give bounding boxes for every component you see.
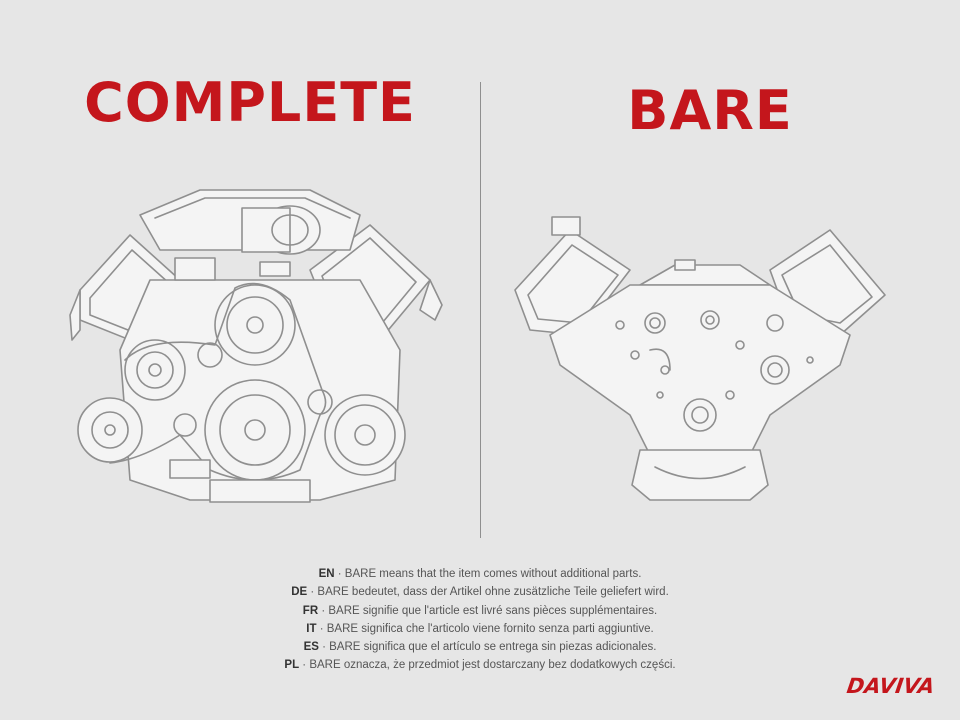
brand-logo: DAVIVA bbox=[844, 674, 936, 698]
note-text: · BARE oznacza, że przedmiot jest dostar… bbox=[299, 659, 676, 672]
heading-bare: BARE bbox=[627, 79, 793, 142]
language-notes: EN · BARE means that the item comes with… bbox=[0, 565, 960, 675]
note-line-en: EN · BARE means that the item comes with… bbox=[0, 565, 960, 583]
note-text: · BARE bedeutet, dass der Artikel ohne z… bbox=[307, 586, 669, 599]
note-line-it: IT · BARE significa che l'articolo viene… bbox=[0, 620, 960, 638]
lang-code: EN bbox=[318, 568, 335, 580]
note-line-pl: PL · BARE oznacza, że przedmiot jest dos… bbox=[0, 656, 960, 674]
note-text: · BARE means that the item comes without… bbox=[334, 568, 642, 580]
lang-code: IT bbox=[306, 622, 317, 635]
note-line-es: ES · BARE significa que el artículo se e… bbox=[0, 638, 960, 656]
heading-complete: COMPLETE bbox=[84, 71, 416, 134]
bare-engine-illustration bbox=[510, 205, 890, 505]
note-text: · BARE significa que el artículo se entr… bbox=[318, 641, 657, 654]
note-line-de: DE · BARE bedeutet, dass der Artikel ohn… bbox=[0, 583, 960, 601]
lang-code: PL bbox=[284, 659, 300, 672]
note-line-fr: FR · BARE signifie que l'article est liv… bbox=[0, 602, 960, 620]
lang-code: FR bbox=[302, 604, 319, 617]
center-divider bbox=[480, 82, 481, 538]
note-text: · BARE significa che l'articolo viene fo… bbox=[316, 622, 654, 635]
lang-code: ES bbox=[303, 641, 319, 654]
note-text: · BARE signifie que l'article est livré … bbox=[318, 604, 658, 617]
lang-code: DE bbox=[291, 586, 308, 599]
complete-engine-illustration bbox=[60, 180, 450, 515]
